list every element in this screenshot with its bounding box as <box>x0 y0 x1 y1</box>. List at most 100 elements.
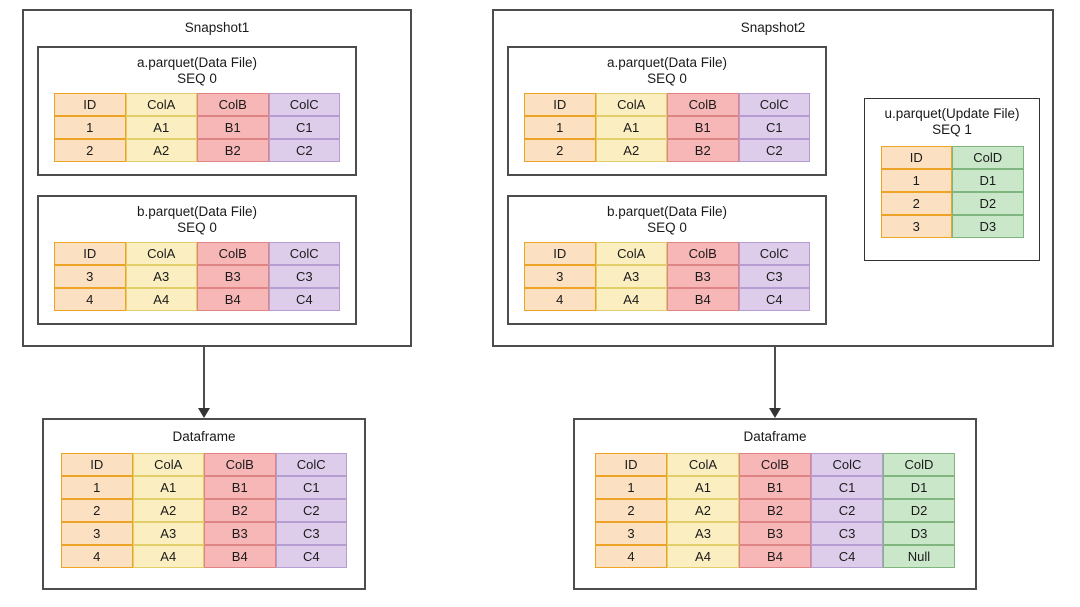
cell: D2 <box>952 192 1024 215</box>
header-cell: ID <box>880 146 952 169</box>
dataframe-left-container: Dataframe ID ColA ColB ColC 1 A1 B1 C1 2… <box>42 418 366 590</box>
header-cell: ColB <box>667 242 739 265</box>
cell: A2 <box>667 499 739 522</box>
header-cell: ColA <box>595 242 667 265</box>
header-cell: ColB <box>197 242 269 265</box>
table-header-row: ID ColA ColB ColC <box>524 242 810 265</box>
table-header-row: ID ColA ColB ColC <box>54 93 340 116</box>
dataframe-right-title: Dataframe <box>743 429 807 444</box>
cell: B1 <box>739 476 811 499</box>
table-header-row: ID ColD <box>880 146 1024 169</box>
cell: 2 <box>880 192 952 215</box>
cell: B3 <box>197 265 269 288</box>
header-cell: ID <box>61 453 133 476</box>
table-row: 4 A4 B4 C4 <box>524 288 810 311</box>
arrow-snapshot2-to-dataframe-head <box>769 408 781 418</box>
cell: D1 <box>883 476 955 499</box>
table-row: 3 A3 B3 C3 <box>524 265 810 288</box>
cell: A4 <box>595 288 667 311</box>
cell: D2 <box>883 499 955 522</box>
cell: D1 <box>952 169 1024 192</box>
header-cell: ID <box>524 242 596 265</box>
cell: C3 <box>268 265 340 288</box>
cell: A4 <box>667 545 739 568</box>
cell: 1 <box>524 116 596 139</box>
snapshot2-file-a-title: a.parquet(Data File) SEQ 0 <box>606 55 728 86</box>
cell: B4 <box>667 288 739 311</box>
cell: B3 <box>739 522 811 545</box>
cell: C1 <box>275 476 347 499</box>
header-cell: ID <box>54 242 126 265</box>
table-row: 1 A1 B1 C1 <box>524 116 810 139</box>
cell: B1 <box>667 116 739 139</box>
cell: 2 <box>61 499 133 522</box>
cell: 2 <box>54 139 126 162</box>
cell: C1 <box>268 116 340 139</box>
cell: C2 <box>738 139 810 162</box>
cell: C4 <box>275 545 347 568</box>
table-row: 2 D2 <box>880 192 1024 215</box>
cell: 2 <box>595 499 667 522</box>
cell: 3 <box>54 265 126 288</box>
table-row: 3 D3 <box>880 215 1024 238</box>
cell: C4 <box>811 545 883 568</box>
table-row: 4 A4 B4 C4 <box>54 288 340 311</box>
header-cell: ColB <box>667 93 739 116</box>
header-cell: ColD <box>883 453 955 476</box>
cell: C2 <box>811 499 883 522</box>
arrow-snapshot1-to-dataframe-head <box>198 408 210 418</box>
dataframe-right-container: Dataframe ID ColA ColB ColC ColD 1 A1 B1… <box>573 418 977 590</box>
table-row: 2 A2 B2 C2 D2 <box>595 499 955 522</box>
cell: A4 <box>125 288 197 311</box>
header-cell: ColA <box>125 93 197 116</box>
cell: A1 <box>667 476 739 499</box>
cell: B2 <box>204 499 276 522</box>
snapshot2-file-a-box: a.parquet(Data File) SEQ 0 ID ColA ColB … <box>507 46 827 176</box>
header-cell: ColC <box>268 242 340 265</box>
cell: A2 <box>132 499 204 522</box>
snapshot2-update-file-table: ID ColD 1 D1 2 D2 3 D3 <box>880 146 1024 238</box>
dataframe-left-title: Dataframe <box>172 429 236 444</box>
cell: 3 <box>595 522 667 545</box>
table-row: 4 A4 B4 C4 <box>61 545 347 568</box>
table-row: 1 A1 B1 C1 <box>61 476 347 499</box>
header-cell: ColC <box>811 453 883 476</box>
cell: A2 <box>125 139 197 162</box>
cell: B1 <box>197 116 269 139</box>
table-header-row: ID ColA ColB ColC ColD <box>595 453 955 476</box>
cell: A2 <box>595 139 667 162</box>
header-cell: ID <box>595 453 667 476</box>
cell: C1 <box>811 476 883 499</box>
cell: 3 <box>524 265 596 288</box>
cell: A1 <box>595 116 667 139</box>
header-cell: ID <box>54 93 126 116</box>
table-row: 4 A4 B4 C4 Null <box>595 545 955 568</box>
arrow-snapshot2-to-dataframe-line <box>774 347 776 409</box>
cell: 3 <box>880 215 952 238</box>
table-row: 1 A1 B1 C1 <box>54 116 340 139</box>
dataframe-left-table: ID ColA ColB ColC 1 A1 B1 C1 2 A2 B2 C2 … <box>61 453 347 568</box>
cell: B4 <box>739 545 811 568</box>
table-header-row: ID ColA ColB ColC <box>524 93 810 116</box>
header-cell: ColC <box>268 93 340 116</box>
cell: C3 <box>738 265 810 288</box>
snapshot2-file-b-table: ID ColA ColB ColC 3 A3 B3 C3 4 A4 B4 C4 <box>524 242 810 311</box>
cell: 4 <box>595 545 667 568</box>
cell: A1 <box>132 476 204 499</box>
cell: A3 <box>125 265 197 288</box>
header-cell: ColC <box>275 453 347 476</box>
cell: 1 <box>880 169 952 192</box>
snapshot2-file-b-title: b.parquet(Data File) SEQ 0 <box>606 204 728 235</box>
cell: 2 <box>524 139 596 162</box>
snapshot1-file-b-title: b.parquet(Data File) SEQ 0 <box>136 204 258 235</box>
cell: 4 <box>524 288 596 311</box>
snapshot2-container: Snapshot2 a.parquet(Data File) SEQ 0 ID … <box>492 9 1054 347</box>
table-row: 2 A2 B2 C2 <box>54 139 340 162</box>
header-cell: ColC <box>738 93 810 116</box>
cell: C3 <box>275 522 347 545</box>
cell: B1 <box>204 476 276 499</box>
header-cell: ColB <box>739 453 811 476</box>
cell: 1 <box>595 476 667 499</box>
table-row: 3 A3 B3 C3 D3 <box>595 522 955 545</box>
snapshot2-file-a-table: ID ColA ColB ColC 1 A1 B1 C1 2 A2 B2 C2 <box>524 93 810 162</box>
